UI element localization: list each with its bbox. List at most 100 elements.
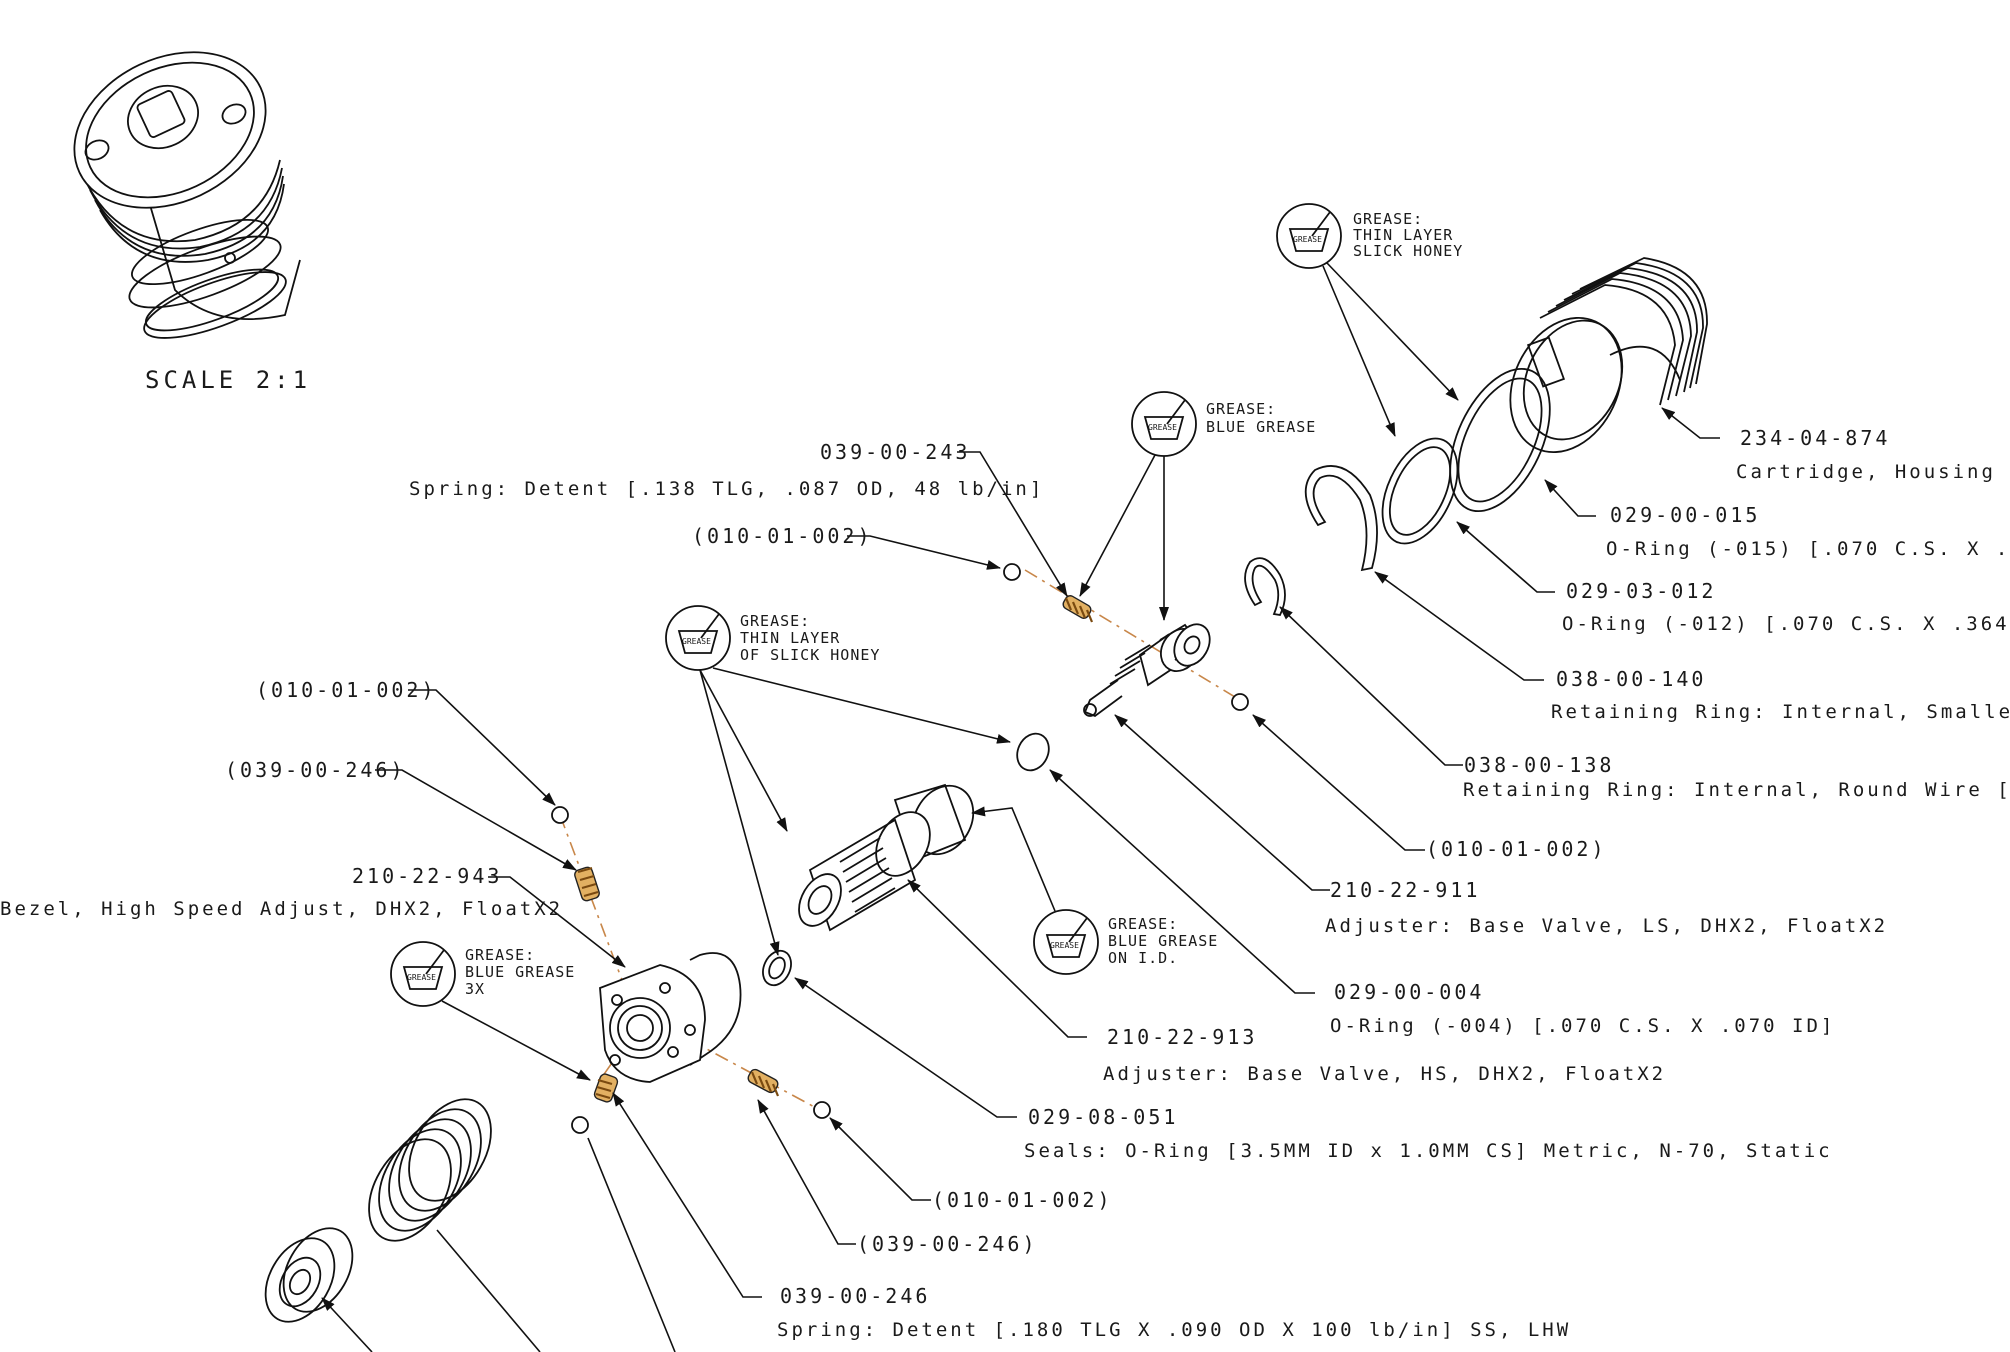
svg-text:Seals: O-Ring [3.5MM ID x 1.0M: Seals: O-Ring [3.5MM ID x 1.0MM CS] Metr… — [1024, 1140, 1833, 1162]
svg-text:OF SLICK HONEY: OF SLICK HONEY — [740, 646, 880, 664]
callout-029-03-012: 029-03-012 O-Ring (-012) [.070 C.S. X .3… — [1562, 579, 2010, 635]
grease-icon: GREASE — [1276, 203, 1342, 269]
part-o-ring-012 — [1381, 437, 1459, 545]
scale-view-cartridge: SCALE 2:1 — [73, 51, 311, 394]
part-spring-bezel-left — [593, 1073, 619, 1103]
assembly-axis-bezel-right — [689, 1039, 821, 1111]
grease-icon: GREASE — [1131, 391, 1197, 457]
grease-note-slick-honey-top: GREASE GREASE: THIN LAYER SLICK HONEY — [1276, 203, 1463, 269]
svg-text:Bezel, High Speed Adjust, DHX2: Bezel, High Speed Adjust, DHX2, FloatX2 — [0, 898, 563, 920]
svg-text:BLUE GREASE: BLUE GREASE — [465, 963, 575, 981]
callout-010-01-002-lower: (010-01-002) — [932, 1188, 1113, 1212]
callout-029-00-015: 029-00-015 O-Ring (-015) [.070 C.S. X .5… — [1606, 503, 2010, 560]
svg-text:O-Ring (-004) [.070 C.S. X .07: O-Ring (-004) [.070 C.S. X .070 ID] — [1330, 1015, 1835, 1037]
svg-text:Retaining Ring: Internal, Roun: Retaining Ring: Internal, Round Wire [.0… — [1463, 779, 2010, 801]
part-knob — [264, 1227, 354, 1323]
callout-234-04-874: 234-04-874 Cartridge, Housing Cap — [1736, 426, 2010, 483]
svg-text:O-Ring (-012) [.070 C.S. X .36: O-Ring (-012) [.070 C.S. X .364 ID] — [1562, 613, 2010, 635]
svg-text:029-08-051: 029-08-051 — [1028, 1105, 1178, 1129]
part-o-ring-015 — [1449, 367, 1551, 513]
part-ball-bezel-bottom — [571, 1116, 589, 1134]
callout-010-01-002-left: (010-01-002) — [256, 678, 437, 702]
svg-text:GREASE:: GREASE: — [1108, 915, 1178, 933]
svg-text:GREASE: GREASE — [1050, 941, 1079, 950]
callout-038-00-140: 038-00-140 Retaining Ring: Internal, Sma… — [1551, 667, 2010, 723]
svg-text:GREASE: GREASE — [1293, 235, 1322, 244]
svg-text:THIN LAYER: THIN LAYER — [1353, 226, 1453, 244]
grease-icon: GREASE — [665, 605, 731, 671]
svg-text:(010-01-002): (010-01-002) — [932, 1188, 1113, 1212]
part-ball-bezel-right — [813, 1101, 831, 1119]
svg-text:Spring: Detent [.138 TLG, .087: Spring: Detent [.138 TLG, .087 OD, 48 lb… — [409, 478, 1044, 500]
callout-039-00-243: 039-00-243 Spring: Detent [.138 TLG, .08… — [409, 440, 1044, 500]
svg-text:THIN LAYER: THIN LAYER — [740, 629, 840, 647]
svg-text:210-22-911: 210-22-911 — [1330, 878, 1480, 902]
svg-text:Adjuster: Base Valve, LS, DHX2: Adjuster: Base Valve, LS, DHX2, FloatX2 — [1325, 915, 1888, 937]
svg-text:GREASE:: GREASE: — [740, 612, 810, 630]
grease-note-blue-grease-3x: GREASE GREASE: BLUE GREASE 3X — [390, 941, 575, 1007]
callout-038-00-138: 038-00-138 Retaining Ring: Internal, Rou… — [1463, 753, 2010, 801]
svg-text:GREASE:: GREASE: — [1353, 210, 1423, 228]
svg-text:GREASE: GREASE — [407, 973, 436, 982]
part-spring-upper — [1062, 595, 1094, 623]
part-spring-bezel-right — [747, 1068, 780, 1097]
svg-text:ON I.D.: ON I.D. — [1108, 949, 1178, 967]
svg-text:GREASE: GREASE — [682, 637, 711, 646]
svg-text:029-00-015: 029-00-015 — [1610, 503, 1760, 527]
callout-010-01-002-upper: (010-01-002) — [692, 524, 873, 548]
svg-text:Spring: Detent [.180 TLG X .09: Spring: Detent [.180 TLG X .090 OD X 100… — [777, 1319, 1571, 1341]
callout-010-01-002-right: (010-01-002) — [1426, 837, 1607, 861]
part-large-spring — [368, 1098, 492, 1242]
callout-210-22-943: 210-22-943 Bezel, High Speed Adjust, DHX… — [0, 864, 563, 920]
svg-text:(039-00-246): (039-00-246) — [225, 758, 406, 782]
grease-note-blue-grease-id: GREASE GREASE: BLUE GREASE ON I.D. — [1033, 909, 1218, 975]
callout-039-00-246: 039-00-246 Spring: Detent [.180 TLG X .0… — [777, 1284, 1571, 1341]
part-retaining-ring-138 — [1244, 557, 1286, 616]
callout-210-22-911: 210-22-911 Adjuster: Base Valve, LS, DHX… — [1325, 878, 1888, 937]
part-o-ring-004 — [1016, 732, 1050, 772]
svg-text:210-22-943: 210-22-943 — [352, 864, 502, 888]
part-adjuster-ls — [1083, 623, 1211, 718]
part-retaining-ring-140 — [1304, 465, 1378, 572]
scale-label: SCALE 2:1 — [145, 366, 311, 394]
part-o-ring-051 — [762, 949, 792, 987]
grease-note-slick-honey-middle: GREASE GREASE: THIN LAYER OF SLICK HONEY — [665, 605, 880, 671]
svg-text:O-Ring (-015) [.070 C.S. X .55: O-Ring (-015) [.070 C.S. X .551 I — [1606, 538, 2010, 560]
svg-text:GREASE:: GREASE: — [1206, 400, 1276, 418]
grease-note-blue-grease-upper: GREASE GREASE: BLUE GREASE — [1131, 391, 1316, 457]
part-ball-upper-right — [1231, 693, 1249, 711]
part-spring-bezel-top — [574, 866, 600, 902]
svg-text:GREASE: GREASE — [1148, 423, 1177, 432]
part-adjuster-hs — [798, 783, 975, 932]
svg-text:(010-01-002): (010-01-002) — [1426, 837, 1607, 861]
svg-text:210-22-913: 210-22-913 — [1107, 1025, 1257, 1049]
svg-text:BLUE GREASE: BLUE GREASE — [1206, 418, 1316, 436]
svg-text:Adjuster: Base Valve, HS, DHX2: Adjuster: Base Valve, HS, DHX2, FloatX2 — [1103, 1063, 1666, 1085]
svg-text:SLICK HONEY: SLICK HONEY — [1353, 242, 1463, 260]
svg-text:039-00-243: 039-00-243 — [820, 440, 970, 464]
svg-text:039-00-246: 039-00-246 — [780, 1284, 930, 1308]
svg-text:038-00-138: 038-00-138 — [1464, 753, 1614, 777]
callout-029-00-004: 029-00-004 O-Ring (-004) [.070 C.S. X .0… — [1330, 980, 1835, 1037]
svg-text:(039-00-246): (039-00-246) — [857, 1232, 1038, 1256]
part-cartridge-housing-cap — [1509, 257, 1708, 454]
callout-039-00-246-left: (039-00-246) — [225, 758, 406, 782]
svg-text:Cartridge, Housing Cap: Cartridge, Housing Cap — [1736, 461, 2010, 483]
svg-text:3X: 3X — [465, 980, 485, 998]
svg-text:(010-01-002): (010-01-002) — [256, 678, 437, 702]
svg-text:029-00-004: 029-00-004 — [1334, 980, 1484, 1004]
part-ball-bezel-top — [551, 806, 569, 824]
callout-039-00-246-lower: (039-00-246) — [857, 1232, 1038, 1256]
grease-icon: GREASE — [1033, 909, 1099, 975]
svg-text:Retaining Ring: Internal, Smal: Retaining Ring: Internal, Smalley XAH — [1551, 701, 2010, 723]
callout-029-08-051: 029-08-051 Seals: O-Ring [3.5MM ID x 1.0… — [1024, 1105, 1833, 1162]
grease-icon: GREASE — [390, 941, 456, 1007]
svg-text:029-03-012: 029-03-012 — [1566, 579, 1716, 603]
part-ball-upper-left — [1003, 563, 1021, 581]
svg-text:GREASE:: GREASE: — [465, 946, 535, 964]
svg-text:234-04-874: 234-04-874 — [1740, 426, 1890, 450]
svg-text:BLUE GREASE: BLUE GREASE — [1108, 932, 1218, 950]
part-bezel-high-speed — [599, 952, 742, 1083]
svg-text:(010-01-002): (010-01-002) — [692, 524, 873, 548]
